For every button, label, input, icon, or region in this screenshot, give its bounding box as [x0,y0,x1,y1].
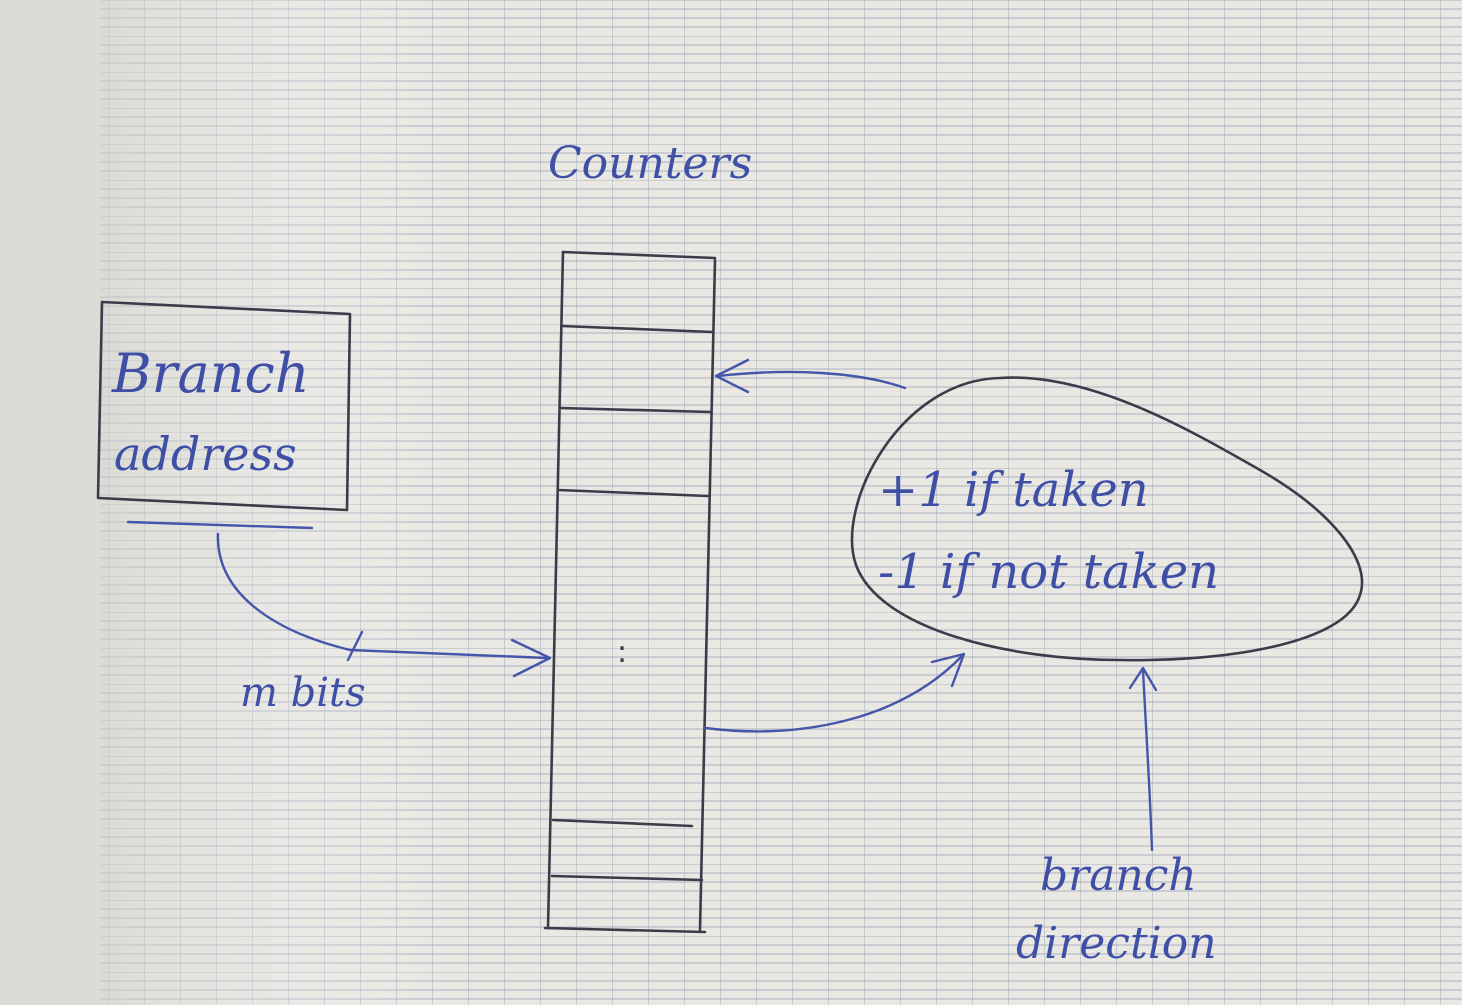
counter-table: : [543,250,717,934]
counter-table-top-edge [561,250,717,260]
counter-table-left-edge [546,250,565,930]
counters-title: Counters [548,138,752,189]
read-arrowhead [930,652,966,688]
update-arrowhead [714,358,750,394]
update-ellipse [850,376,1364,662]
counter-row-divider [551,818,694,828]
branch-address-line2: address [114,427,297,481]
counter-row-divider [556,488,710,498]
counter-row-divider [558,406,713,414]
update-logic: +1 if taken -1 if not taken [850,376,1364,662]
not-taken-rule: -1 if not taken [878,544,1219,600]
taken-rule: +1 if taken [878,462,1149,518]
read-arrow [703,654,964,733]
direction-arrowhead [1128,666,1158,692]
index-arrow [216,532,550,660]
direction-label-line1: branch [1040,850,1197,901]
m-bits-underline [126,520,314,530]
counter-ellipsis: : [617,635,627,670]
branch-address-border [96,300,352,512]
m-bits-label: m bits [240,670,366,716]
counter-table-right-edge [698,258,717,932]
counter-row-divider [560,324,715,334]
direction-label-line2: direction [1016,918,1217,969]
counter-table-bottom-edge [543,926,707,934]
m-bits-tick [346,630,364,662]
direction-arrow [1141,668,1154,852]
counter-row-divider [550,874,704,882]
index-arrowhead [510,638,552,678]
branch-address-line1: Branch [111,342,310,405]
update-arrow [716,370,907,390]
paper-shadow [100,0,1462,1005]
branch-address-box: Branch address [96,300,352,512]
